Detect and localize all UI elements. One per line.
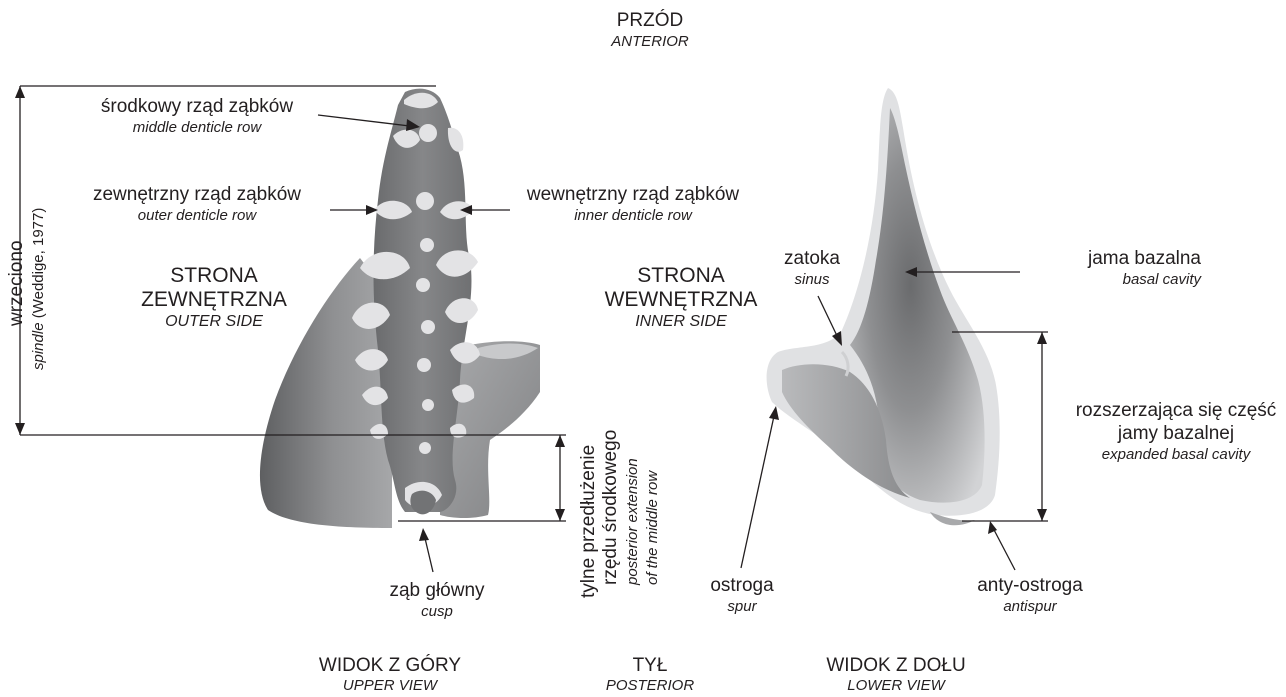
posterior-extension-en-2: of the middle row (644, 471, 661, 585)
outer-side-pl-2: ZEWNĘTRZNA (141, 288, 287, 312)
outer-side-pl-1: STRONA (170, 264, 258, 288)
posterior-extension-en-1: posterior extension (624, 458, 641, 585)
inner-side-pl-2: WEWNĘTRZNA (605, 288, 758, 312)
spindle-label-en-term: spindle (30, 322, 47, 370)
expanded-cavity-label-en: expanded basal cavity (1102, 447, 1250, 464)
spindle-label-pl: wrzeciono (6, 240, 28, 326)
outer-row-label-en: outer denticle row (138, 208, 256, 225)
posterior-extension-pl-1: tylne przedłużenie (578, 445, 600, 598)
sinus-label-en: sinus (794, 272, 829, 289)
lower-view-title-pl: WIDOK Z DOŁU (826, 655, 965, 676)
cusp-label-pl: ząb główny (389, 580, 484, 601)
outer-side-en: OUTER SIDE (165, 313, 263, 331)
inner-row-label-en: inner denticle row (574, 208, 692, 225)
anterior-label-pl: PRZÓD (617, 10, 684, 31)
inner-side-pl-1: STRONA (637, 264, 725, 288)
basal-cavity-label-en: basal cavity (1123, 272, 1201, 289)
lower-view-title-en: LOWER VIEW (847, 678, 945, 695)
posterior-extension-pl-2: rzędu środkowego (600, 430, 622, 585)
spur-label-en: spur (727, 599, 756, 616)
upper-view-title-en: UPPER VIEW (343, 678, 437, 695)
posterior-label-en: POSTERIOR (606, 678, 694, 695)
inner-row-label-pl: wewnętrzny rząd ząbków (527, 184, 739, 205)
upper-view-title-pl: WIDOK Z GÓRY (319, 655, 461, 676)
spindle-label-en: spindle (Weddige, 1977) (30, 208, 47, 370)
sinus-label-pl: zatoka (784, 248, 840, 269)
lower-view-specimen (767, 88, 1000, 525)
basal-cavity-label-pl: jama bazalna (1088, 248, 1201, 269)
spindle-label-en-citation: (Weddige, 1977) (30, 208, 47, 323)
inner-side-en: INNER SIDE (635, 313, 727, 331)
spur-label-pl: ostroga (710, 575, 773, 596)
antispur-label-pl: anty-ostroga (977, 575, 1083, 596)
expanded-cavity-label-pl-1: rozszerzająca się część (1076, 400, 1277, 421)
middle-row-label-en: middle denticle row (133, 120, 261, 137)
cusp-label-en: cusp (421, 604, 453, 621)
outer-row-label-pl: zewnętrzny rząd ząbków (93, 184, 301, 205)
upper-view-specimen (260, 89, 540, 528)
antispur-label-en: antispur (1003, 599, 1056, 616)
middle-row-label-pl: środkowy rząd ząbków (101, 96, 293, 117)
posterior-label-pl: TYŁ (633, 655, 668, 676)
anterior-label-en: ANTERIOR (611, 34, 689, 51)
expanded-cavity-label-pl-2: jamy bazalnej (1118, 423, 1234, 444)
